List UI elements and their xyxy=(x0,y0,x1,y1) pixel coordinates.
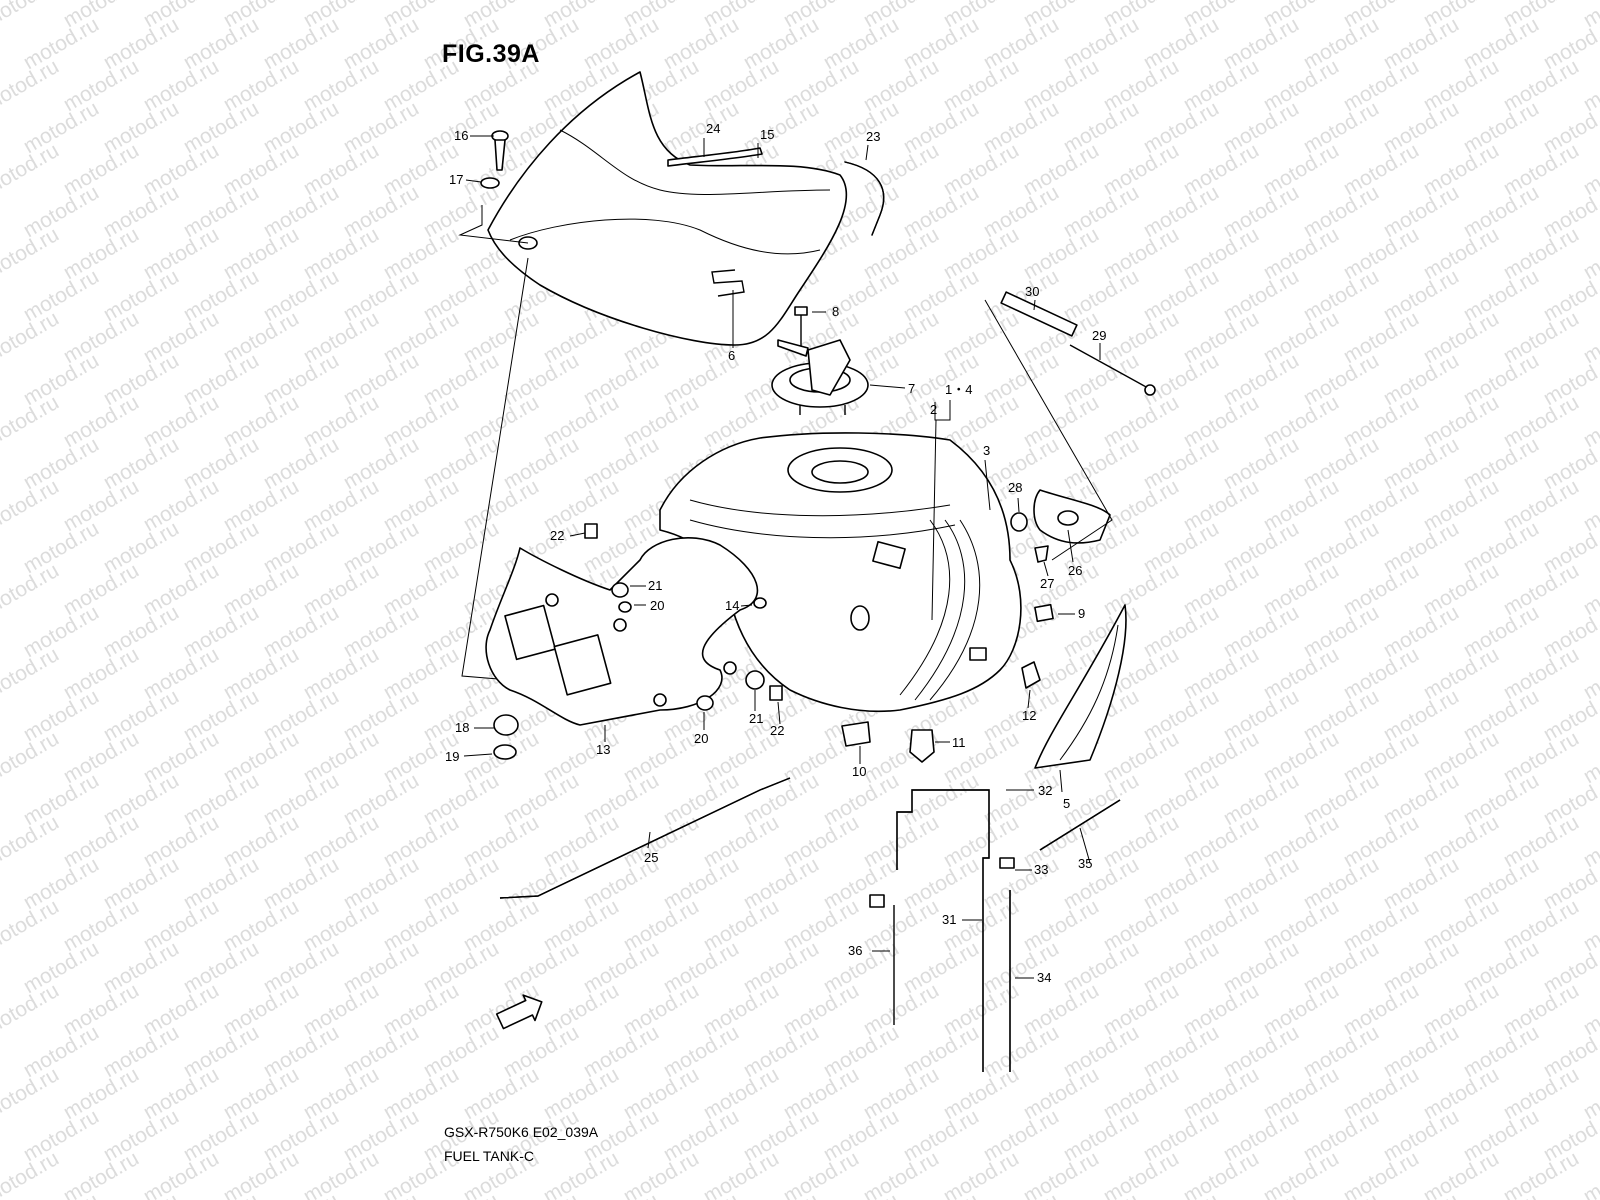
callout-28: 28 xyxy=(1008,480,1022,495)
bolt-29 xyxy=(1069,344,1149,389)
cushion-11 xyxy=(909,729,935,763)
callout-12: 12 xyxy=(1022,708,1036,723)
fuel-tank xyxy=(659,432,1022,713)
bolt-16 xyxy=(491,130,509,171)
callout-16: 16 xyxy=(454,128,468,143)
figure-name: FUEL TANK-C xyxy=(444,1148,534,1164)
collar-20-bottom xyxy=(696,695,714,711)
callout-34: 34 xyxy=(1037,970,1051,985)
callout-9: 9 xyxy=(1078,606,1085,621)
nut-28 xyxy=(1010,512,1028,532)
callout-18: 18 xyxy=(455,720,469,735)
callout-21-top: 21 xyxy=(648,578,662,593)
callout-22-top: 22 xyxy=(550,528,564,543)
cushion-10 xyxy=(841,721,871,747)
figure-code: GSX-R750K6 E02_039A xyxy=(444,1124,599,1140)
drain-hose-23 xyxy=(844,161,885,236)
callout-11: 11 xyxy=(952,735,966,750)
callout-22-bottom: 22 xyxy=(770,723,784,738)
fwd-arrow-icon: FWD xyxy=(495,994,543,1030)
callout-21-bottom: 21 xyxy=(749,711,763,726)
bolt-27 xyxy=(1034,545,1049,563)
callout-17: 17 xyxy=(449,172,463,187)
callout-20-bottom: 20 xyxy=(694,731,708,746)
nut-22-bottom xyxy=(769,685,783,701)
callout-8: 8 xyxy=(832,304,839,319)
callout-23: 23 xyxy=(866,129,880,144)
callout-15: 15 xyxy=(760,127,774,142)
callout-24: 24 xyxy=(706,121,720,136)
hose-group xyxy=(869,789,1121,1072)
tank-cover xyxy=(487,71,848,346)
side-cover-5 xyxy=(1034,604,1127,769)
callout-29: 29 xyxy=(1092,328,1106,343)
grommet-21-bottom xyxy=(745,670,765,690)
collar-20-top xyxy=(618,601,632,613)
damper-30 xyxy=(1000,291,1078,337)
bracket-13 xyxy=(485,537,759,726)
nut-22-top xyxy=(584,523,598,539)
callout-26: 26 xyxy=(1068,563,1082,578)
callout-2: 2 xyxy=(930,402,937,417)
grommet-18 xyxy=(493,714,519,736)
callout-7: 7 xyxy=(908,381,915,396)
pad-9 xyxy=(1034,603,1054,623)
cap-12 xyxy=(1021,661,1041,689)
washer-17 xyxy=(480,177,500,189)
callout-20-top: 20 xyxy=(650,598,664,613)
callout-19: 19 xyxy=(445,749,459,764)
callout-27: 27 xyxy=(1040,576,1054,591)
callout-31: 31 xyxy=(942,912,956,927)
collar-19 xyxy=(493,744,517,760)
callout-25: 25 xyxy=(644,850,658,865)
callout-32: 32 xyxy=(1038,783,1052,798)
bolt-14 xyxy=(753,597,767,609)
bolt-8 xyxy=(794,306,808,350)
figure-title: FIG.39A xyxy=(442,40,540,68)
trim-strip xyxy=(667,147,763,167)
callout-33: 33 xyxy=(1034,862,1048,877)
callout-6: 6 xyxy=(728,348,735,363)
callout-14: 14 xyxy=(725,598,739,613)
callout-3: 3 xyxy=(983,443,990,458)
callout-5: 5 xyxy=(1063,796,1070,811)
callout-10: 10 xyxy=(852,764,866,779)
callout-30: 30 xyxy=(1025,284,1039,299)
callout-36: 36 xyxy=(848,943,862,958)
fuel-cap xyxy=(771,339,869,415)
callout-1-4: 1・4 xyxy=(945,382,972,397)
leader-lines xyxy=(463,135,1101,979)
callout-13: 13 xyxy=(596,742,610,757)
callout-35: 35 xyxy=(1078,856,1092,871)
grommet-21-top xyxy=(611,582,629,598)
callout-labels: 1・4 2 3 5 6 7 8 9 10 11 12 13 14 15 16 1… xyxy=(445,121,1106,985)
